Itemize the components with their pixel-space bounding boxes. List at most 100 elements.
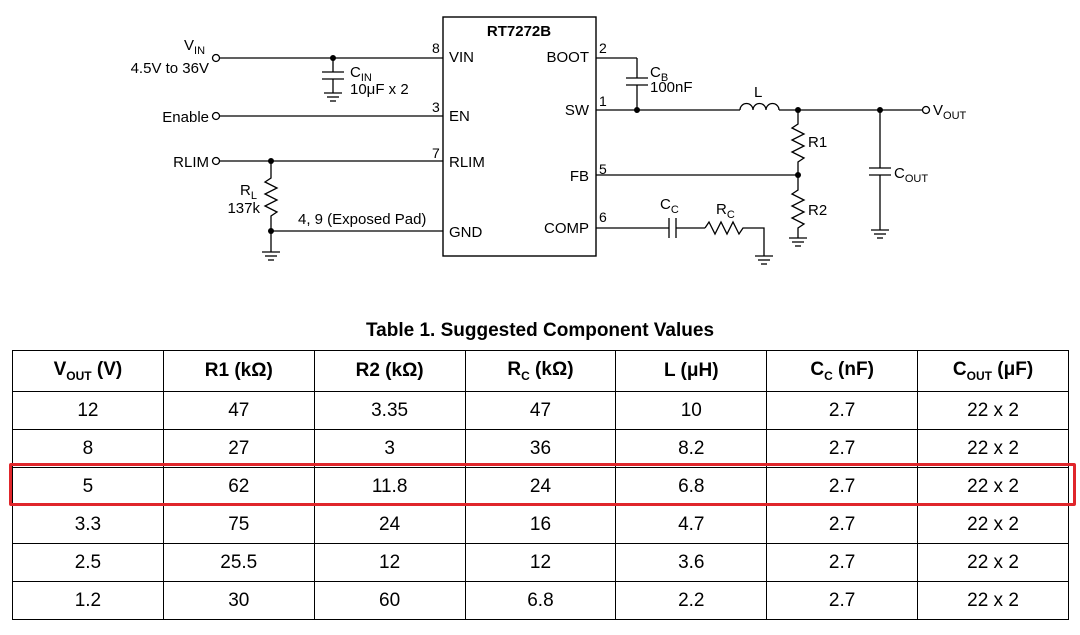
vin-range-label: 4.5V to 36V bbox=[131, 60, 209, 77]
table-cell: 2.2 bbox=[615, 581, 768, 620]
pin-label-fb: FB bbox=[570, 168, 589, 185]
header-cc: CC (nF) bbox=[766, 350, 919, 392]
pin-num-en: 3 bbox=[432, 99, 440, 115]
ground-symbol-rc bbox=[755, 255, 773, 265]
r1-resistor bbox=[790, 110, 806, 175]
cout-label: COUT bbox=[894, 165, 928, 185]
table-cell: 8 bbox=[12, 429, 164, 468]
cout-capacitor bbox=[869, 110, 891, 239]
table-cell: 12 bbox=[313, 543, 466, 582]
table-cell: 11.8 bbox=[313, 467, 466, 506]
cb-label: CB bbox=[650, 64, 668, 84]
component-values-table: VOUT (V) R1 (kΩ) R2 (kΩ) RC (kΩ) L (μH) … bbox=[12, 350, 1069, 620]
cb-capacitor bbox=[626, 58, 648, 110]
header-cout: COUT (μF) bbox=[917, 350, 1069, 392]
pin-num-rlim: 7 bbox=[432, 145, 440, 161]
rl-label: RL bbox=[240, 182, 257, 202]
table-cell: 30 bbox=[162, 581, 315, 620]
pin-label-gnd: GND bbox=[449, 224, 483, 241]
table-cell: 22 x 2 bbox=[917, 467, 1069, 506]
table-cell: 10 bbox=[615, 391, 768, 430]
table-cell: 22 x 2 bbox=[917, 543, 1069, 582]
table-cell: 2.7 bbox=[766, 543, 919, 582]
table-cell: 3.35 bbox=[313, 391, 466, 430]
pin-num-comp: 6 bbox=[599, 209, 607, 225]
rc-resistor bbox=[704, 220, 765, 256]
enable-label: Enable bbox=[162, 109, 209, 126]
table-row: 2.5 25.5 12 12 3.6 2.7 22 x 2 bbox=[12, 543, 1069, 582]
table-cell: 6.8 bbox=[615, 467, 768, 506]
table-title: Table 1. Suggested Component Values bbox=[365, 320, 715, 341]
cc-label: CC bbox=[660, 196, 679, 216]
pin-num-vin: 8 bbox=[432, 40, 440, 56]
rlim-label: RLIM bbox=[173, 154, 209, 171]
table-cell: 24 bbox=[464, 467, 617, 506]
vin-terminal bbox=[211, 53, 221, 63]
table-cell: 22 x 2 bbox=[917, 391, 1069, 430]
rlim-terminal bbox=[211, 156, 221, 166]
table-row-highlighted: 5 62 11.8 24 6.8 2.7 22 x 2 bbox=[12, 467, 1069, 506]
table-cell: 3.3 bbox=[12, 505, 164, 544]
table-cell: 1.2 bbox=[12, 581, 164, 620]
table-cell: 22 x 2 bbox=[917, 581, 1069, 620]
r2-resistor bbox=[790, 175, 806, 238]
pin-label-en: EN bbox=[449, 108, 470, 125]
ic-name: RT7272B bbox=[487, 23, 551, 40]
table-cell: 22 x 2 bbox=[917, 505, 1069, 544]
table-row: 8 27 3 36 8.2 2.7 22 x 2 bbox=[12, 429, 1069, 468]
rl-value: 137k bbox=[227, 200, 260, 217]
pin-label-sw: SW bbox=[565, 102, 590, 119]
pin-num-boot: 2 bbox=[599, 40, 607, 56]
ic-body bbox=[442, 16, 597, 257]
circuit-schematic: RT7272B VIN EN RLIM GND BOOT SW FB COMP … bbox=[131, 16, 967, 265]
inductor-label: L bbox=[754, 84, 762, 101]
table-cell: 16 bbox=[464, 505, 617, 544]
rc-label: RC bbox=[716, 201, 735, 221]
table-cell: 2.7 bbox=[766, 467, 919, 506]
pin-num-sw: 1 bbox=[599, 93, 607, 109]
inductor-l bbox=[739, 102, 780, 111]
enable-terminal bbox=[211, 111, 221, 121]
cb-value: 100nF bbox=[650, 79, 693, 96]
ground-symbol-r2 bbox=[789, 237, 807, 247]
table-cell: 2.7 bbox=[766, 429, 919, 468]
table-cell: 47 bbox=[464, 391, 617, 430]
table-cell: 47 bbox=[162, 391, 315, 430]
r1-label: R1 bbox=[808, 134, 827, 151]
cin-label: CIN bbox=[350, 64, 372, 84]
table-header-row: VOUT (V) R1 (kΩ) R2 (kΩ) RC (kΩ) L (μH) … bbox=[12, 350, 1069, 392]
pin-label-comp: COMP bbox=[544, 220, 589, 237]
pin-label-vin: VIN bbox=[449, 49, 474, 66]
vout-terminal bbox=[921, 105, 931, 115]
table-cell: 60 bbox=[313, 581, 466, 620]
header-vout: VOUT (V) bbox=[12, 350, 164, 392]
table-cell: 75 bbox=[162, 505, 315, 544]
header-rc: RC (kΩ) bbox=[464, 350, 617, 392]
r2-label: R2 bbox=[808, 202, 827, 219]
table-cell: 2.7 bbox=[766, 581, 919, 620]
table-cell: 36 bbox=[464, 429, 617, 468]
header-l: L (μH) bbox=[615, 350, 768, 392]
gnd-note: 4, 9 (Exposed Pad) bbox=[298, 211, 426, 228]
table-cell: 62 bbox=[162, 467, 315, 506]
table-cell: 22 x 2 bbox=[917, 429, 1069, 468]
cin-value: 10μF x 2 bbox=[350, 81, 409, 98]
table-cell: 25.5 bbox=[162, 543, 315, 582]
table-cell: 5 bbox=[12, 467, 164, 506]
table-cell: 3 bbox=[313, 429, 466, 468]
table-cell: 3.6 bbox=[615, 543, 768, 582]
table-cell: 27 bbox=[162, 429, 315, 468]
cc-capacitor bbox=[668, 218, 705, 238]
table-cell: 24 bbox=[313, 505, 466, 544]
table-cell: 2.7 bbox=[766, 505, 919, 544]
rl-resistor bbox=[263, 161, 279, 231]
table-cell: 8.2 bbox=[615, 429, 768, 468]
table-cell: 12 bbox=[464, 543, 617, 582]
pin-label-boot: BOOT bbox=[546, 49, 589, 66]
vout-label: VOUT bbox=[933, 102, 967, 122]
table-row: 3.3 75 24 16 4.7 2.7 22 x 2 bbox=[12, 505, 1069, 544]
table-cell: 12 bbox=[12, 391, 164, 430]
header-r1: R1 (kΩ) bbox=[162, 350, 315, 392]
ground-symbol-rl bbox=[262, 231, 280, 261]
table-cell: 2.5 bbox=[12, 543, 164, 582]
